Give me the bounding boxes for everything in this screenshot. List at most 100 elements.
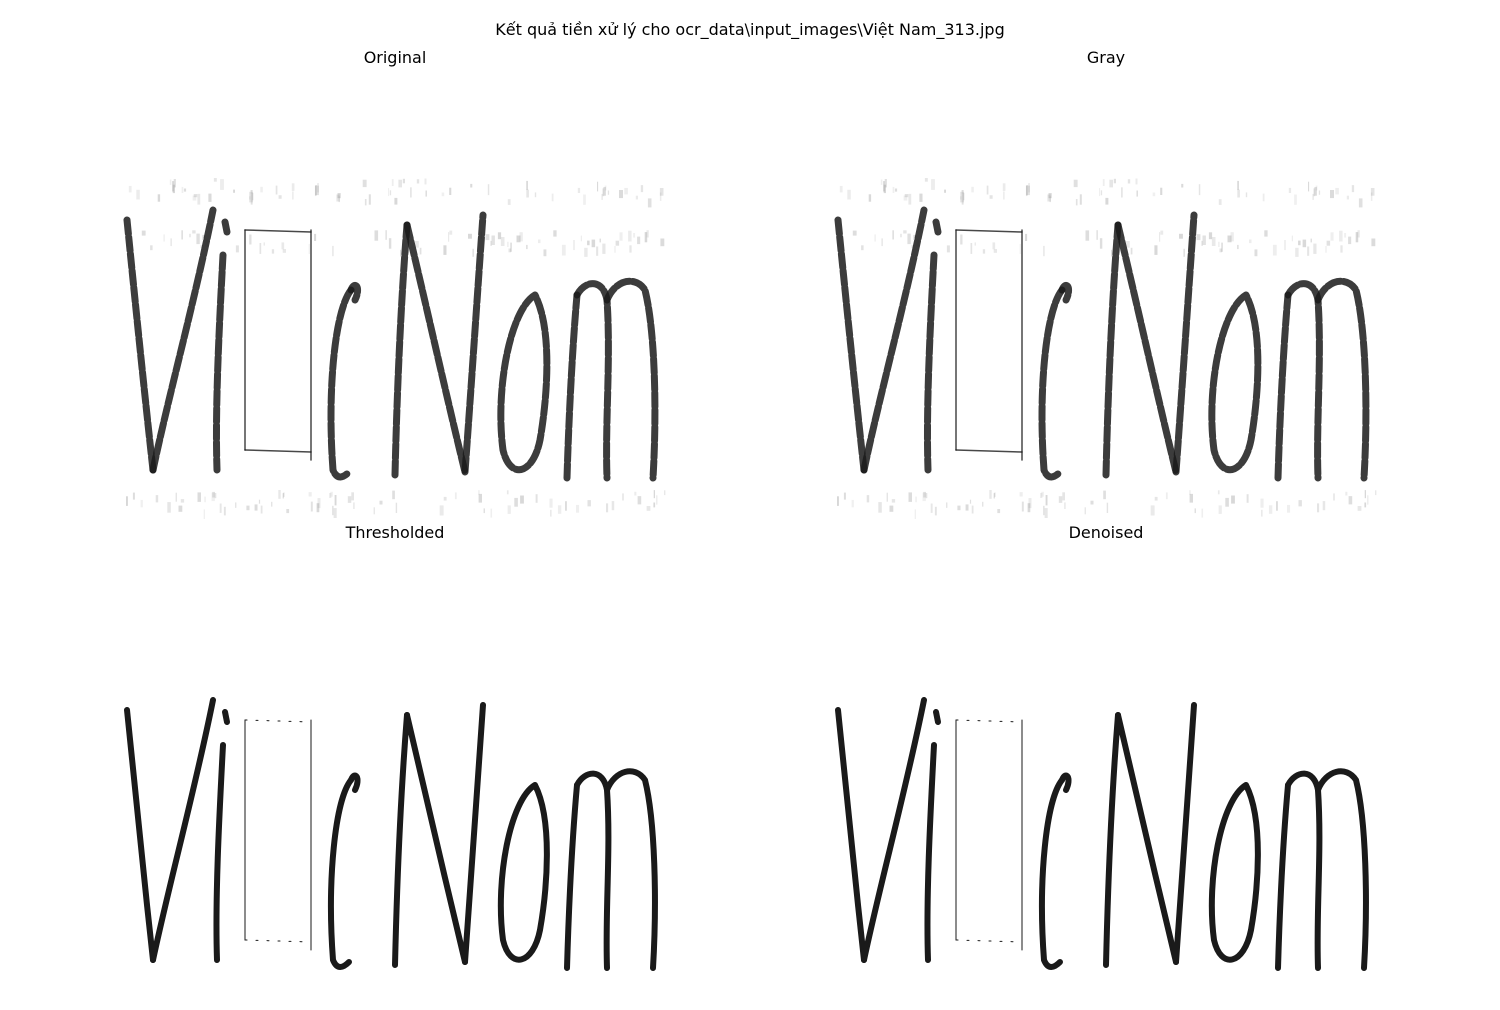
noise-speckle <box>136 189 140 200</box>
noise-speckle <box>1330 232 1334 241</box>
noise-speckle <box>561 244 566 256</box>
noise-speckle <box>1348 496 1353 505</box>
noise-speckle <box>211 492 215 502</box>
noise-speckle <box>1073 179 1078 188</box>
noise-speckle <box>1150 505 1155 516</box>
noise-speckle <box>960 234 963 245</box>
handwriting-stroke <box>1274 291 1292 482</box>
noise-speckle <box>506 490 509 495</box>
noise-speckle <box>1218 199 1222 205</box>
noise-speckle <box>892 230 894 240</box>
noise-speckle <box>619 232 623 241</box>
noise-speckle <box>1302 239 1307 248</box>
noise-speckle <box>470 183 473 188</box>
noise-speckle <box>1211 237 1216 246</box>
handwriting-stroke <box>860 206 928 474</box>
panel-title-original: Original <box>363 48 427 67</box>
noise-speckle <box>633 233 636 238</box>
noise-speckle <box>286 509 290 514</box>
noise-speckle <box>839 185 843 193</box>
noise-speckle <box>1268 505 1273 514</box>
handwriting-stroke <box>1314 277 1370 482</box>
noise-speckle <box>923 491 926 498</box>
noise-speckle <box>507 241 509 247</box>
noise-speckle <box>1284 240 1286 251</box>
noise-speckle <box>878 502 882 513</box>
noise-speckle <box>181 230 183 240</box>
noise-speckle <box>659 188 664 196</box>
noise-speckle <box>1019 492 1023 497</box>
noise-speckle <box>1291 235 1293 242</box>
noise-speckle <box>315 185 317 196</box>
noise-speckle <box>181 186 184 193</box>
noise-speckle <box>282 493 284 499</box>
noise-speckle <box>214 493 217 499</box>
noise-speckle <box>1218 241 1220 247</box>
noise-speckle <box>291 183 295 191</box>
noise-speckle <box>1254 249 1258 257</box>
noise-speckle <box>1219 248 1222 253</box>
noise-speckle <box>180 499 185 503</box>
noise-speckle <box>441 192 445 197</box>
noise-speckle <box>263 242 265 246</box>
handwriting-stroke <box>1114 221 1180 476</box>
noise-speckle <box>659 192 662 201</box>
noise-speckle <box>419 247 422 255</box>
noise-speckle <box>163 234 165 242</box>
noise-speckle <box>212 491 215 498</box>
noise-speckle <box>449 187 452 195</box>
handwriting-stroke <box>123 216 157 474</box>
noise-speckle <box>907 233 911 245</box>
noise-speckle <box>389 190 392 196</box>
gray-image-panel <box>826 160 1386 520</box>
noise-speckle <box>601 193 603 200</box>
noise-speckle <box>1340 245 1343 253</box>
noise-speckle <box>1003 191 1005 200</box>
noise-speckle <box>883 181 886 192</box>
noise-speckle <box>259 243 262 254</box>
noise-speckle <box>1103 490 1106 500</box>
noise-speckle <box>603 187 606 196</box>
noise-speckle <box>128 185 132 193</box>
noise-speckle <box>439 505 444 516</box>
noise-speckle <box>368 194 371 205</box>
noise-speckle <box>249 191 253 203</box>
noise-speckle <box>1152 192 1156 197</box>
noise-speckle <box>1130 247 1133 255</box>
noise-speckle <box>157 194 161 202</box>
noise-speckle <box>606 503 609 513</box>
handwriting-stroke <box>462 702 486 965</box>
noise-speckle <box>646 230 649 238</box>
noise-speckle <box>1237 180 1239 190</box>
handwriting-stroke <box>1208 291 1262 474</box>
denoised-image-panel <box>826 650 1386 1010</box>
noise-speckle <box>336 194 340 202</box>
noise-speckle <box>1348 236 1352 245</box>
noise-speckle <box>415 241 419 248</box>
noise-speckle <box>250 190 253 195</box>
noise-speckle <box>602 188 605 197</box>
noise-speckle <box>155 495 159 503</box>
noise-speckle <box>1276 501 1278 511</box>
noise-speckle <box>1201 240 1203 246</box>
noise-speckle <box>468 233 472 239</box>
noise-speckle <box>549 498 553 508</box>
noise-speckle <box>278 195 282 199</box>
denoised-image <box>835 697 1369 971</box>
noise-speckle <box>1308 181 1310 192</box>
noise-speckle <box>1351 185 1355 193</box>
noise-speckle <box>587 240 590 246</box>
noise-speckle <box>500 237 505 246</box>
noise-speckle <box>416 179 420 184</box>
noise-speckle <box>982 249 986 254</box>
noise-speckle <box>1371 238 1376 247</box>
noise-speckle <box>235 245 239 253</box>
noise-speckle <box>1318 190 1321 195</box>
noise-speckle <box>961 190 964 195</box>
noise-speckle <box>1261 509 1263 517</box>
noise-speckle <box>596 246 599 256</box>
noise-speckle <box>254 504 258 511</box>
handwriting-stroke <box>1173 702 1197 965</box>
noise-speckle <box>931 179 935 190</box>
noise-speckle <box>1154 245 1158 255</box>
